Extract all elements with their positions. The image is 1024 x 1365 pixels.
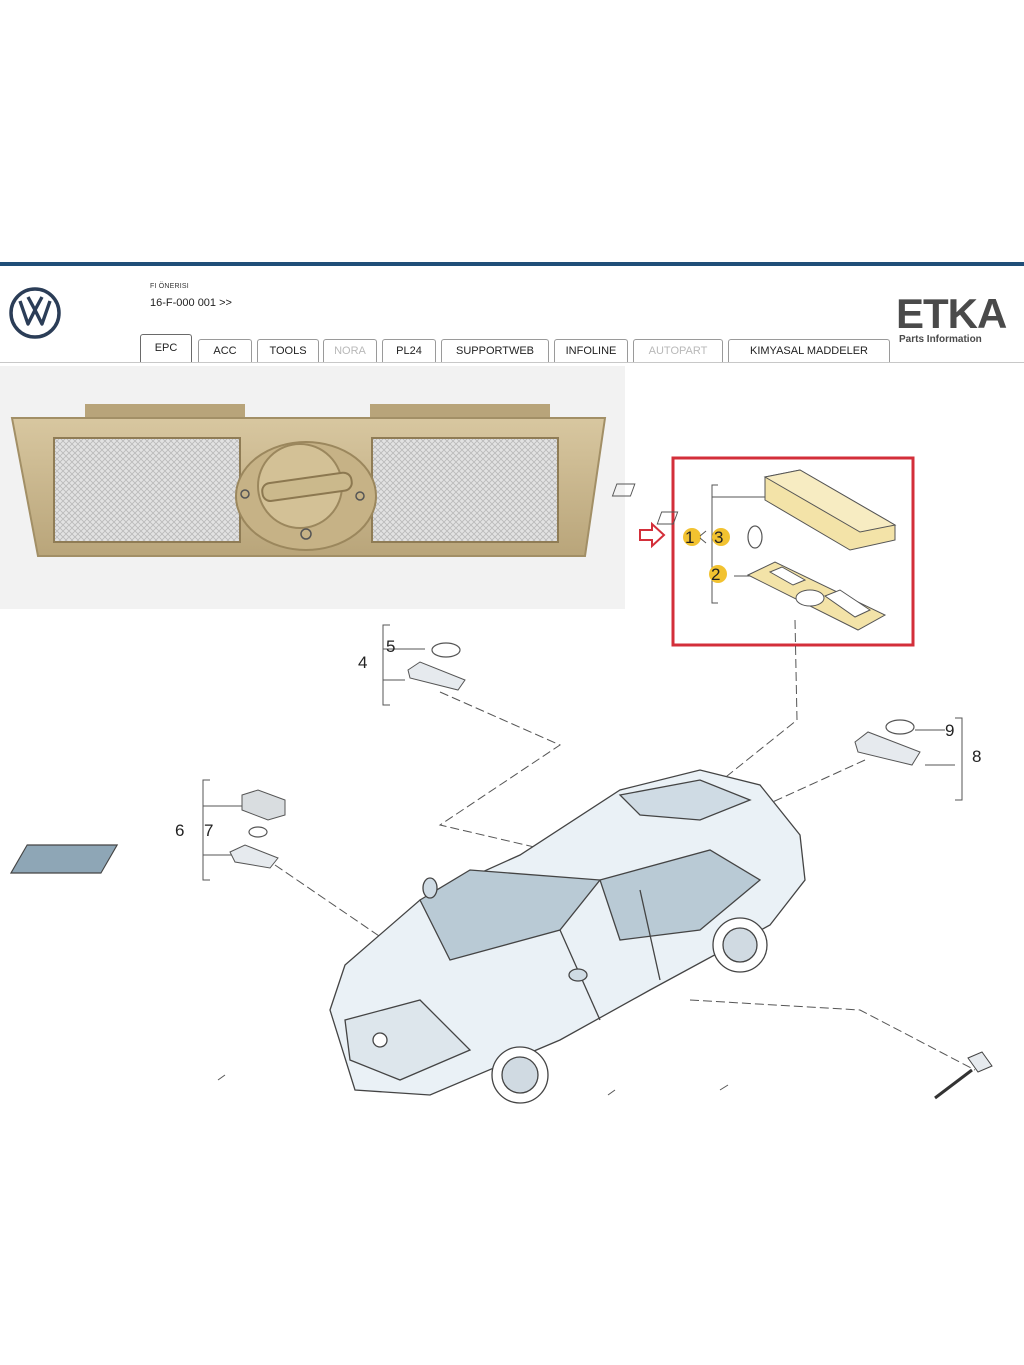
brand-title: ETKA [896,290,1007,337]
part-bulb-7[interactable] [248,826,268,838]
part-lamp-housing[interactable] [611,469,897,551]
part-code-link[interactable]: 16-F-000 001 >> [150,297,232,309]
tab-tools[interactable]: TOOLS [257,339,319,362]
callout-3[interactable]: 3 [714,528,723,547]
tab-infoline[interactable]: INFOLINE [554,339,628,362]
header-small-label: FI ÖNERISI [150,283,189,290]
tab-pl24[interactable]: PL24 [382,339,436,362]
callout-6[interactable]: 6 [175,821,184,840]
parts-diagram: 1 3 2 5 4 9 8 6 7 [9,456,993,1104]
product-photo [0,366,625,609]
wire-connector-part[interactable] [934,1051,993,1100]
callout-1[interactable]: 1 [685,528,694,547]
part-lamp-frame[interactable] [746,561,887,631]
part-bulb-5[interactable] [431,642,461,658]
part-cover-6[interactable] [241,789,286,821]
car-illustration [9,769,806,1104]
marker-1 [683,528,701,546]
callout-8[interactable]: 8 [972,747,981,766]
part-bulb-9[interactable] [885,719,915,735]
tab-bar: EPC ACC TOOLS NORA PL24 SUPPORTWEB INFOL… [140,334,900,363]
callout-2[interactable]: 2 [711,565,720,584]
tab-acc[interactable]: ACC [198,339,252,362]
tab-autopart[interactable]: AUTOPART [633,339,723,362]
tab-kimyasal-maddeler[interactable]: KIMYASAL MADDELER [728,339,890,362]
highlight-box [671,456,915,647]
part-bulb[interactable] [747,525,763,549]
callout-5[interactable]: 5 [386,637,395,656]
tab-nora[interactable]: NORA [323,339,377,362]
marker-3 [712,528,730,546]
callout-9[interactable]: 9 [945,721,954,740]
part-lamp-4[interactable] [407,661,466,691]
pointer-arrow-icon [639,521,666,549]
part-lamp-8[interactable] [854,731,921,766]
callout-4[interactable]: 4 [358,653,367,672]
header-top-bar [0,262,1024,266]
marker-2 [709,565,727,583]
brand-subtitle: Parts Information [899,334,982,345]
tab-bar-divider [0,362,1024,363]
vw-logo-icon [9,287,61,339]
callout-7[interactable]: 7 [204,821,213,840]
tab-epc[interactable]: EPC [140,334,192,363]
part-lamp-6[interactable] [229,844,279,869]
tab-supportweb[interactable]: SUPPORTWEB [441,339,549,362]
